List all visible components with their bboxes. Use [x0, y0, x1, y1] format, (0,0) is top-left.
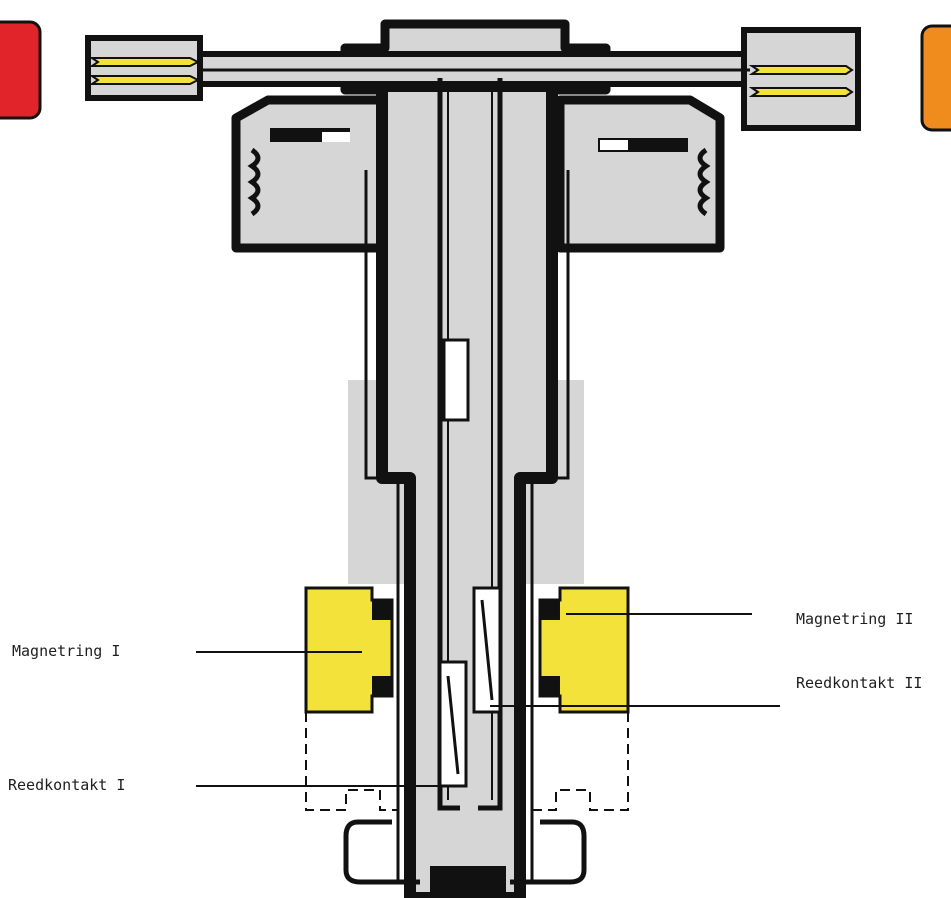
- bottom-plug: [430, 866, 506, 898]
- dashed-outline-right: [532, 712, 629, 811]
- magnet-ring-2: [538, 586, 630, 714]
- label-reedkontakt-2: Reedkontakt II: [796, 674, 922, 692]
- red-indicator-mark: [0, 20, 42, 120]
- label-reedkontakt-1: Reedkontakt I: [8, 776, 125, 794]
- left-connector-pins: [88, 57, 201, 85]
- inner-wall-left: [364, 170, 400, 880]
- label-magnetring-2: Magnetring II: [796, 610, 913, 628]
- reed-contact-2: [472, 586, 502, 714]
- label-magnetring-1: Magnetring I: [12, 642, 120, 660]
- float-body: [442, 338, 470, 422]
- bottom-cable-guide: [343, 819, 587, 885]
- t-pipe: [85, 27, 861, 131]
- reed-contact-1: [438, 660, 468, 788]
- dashed-outline-left: [305, 712, 398, 811]
- inner-wall-right: [530, 170, 570, 880]
- right-connector-pins: [748, 65, 854, 97]
- left-cap-nut: [231, 95, 390, 253]
- right-cap-nut: [555, 95, 725, 253]
- guide-tube: [437, 78, 503, 811]
- magnet-ring-1: [304, 586, 394, 714]
- orange-indicator-mark: [920, 24, 951, 132]
